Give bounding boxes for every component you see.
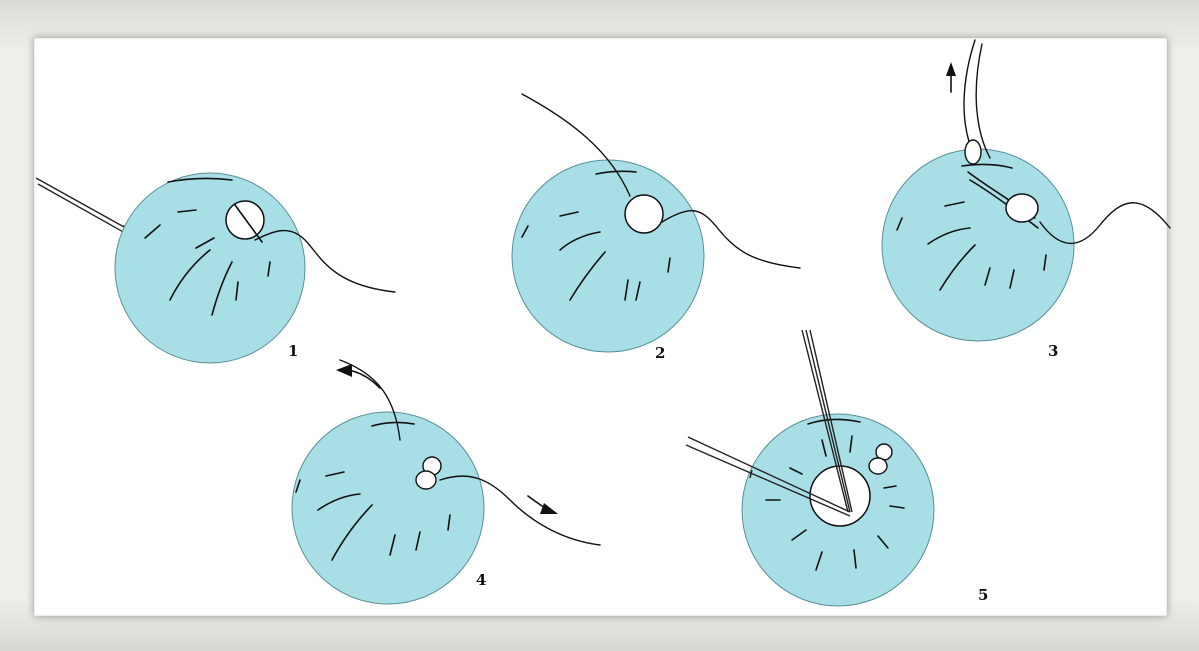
figure-4-label: 4 <box>476 571 486 589</box>
suture-loop-icon <box>965 140 981 164</box>
eyeball-3 <box>882 149 1074 341</box>
eyeball-2 <box>512 160 704 352</box>
eyeball-1 <box>115 173 305 363</box>
figure-4: 4 <box>292 360 600 604</box>
figure-2: 2 <box>512 94 800 362</box>
figure-1-label: 1 <box>288 342 298 360</box>
figure-3-label: 3 <box>1048 342 1058 360</box>
figure-3: 3 <box>882 40 1170 360</box>
arrow-curved-left-icon <box>336 364 380 388</box>
figure-2-label: 2 <box>655 344 665 362</box>
suture-thread-up <box>964 40 975 150</box>
figure-1: 1 <box>36 173 395 363</box>
incision-hole-icon <box>1006 194 1038 222</box>
figure-5: 5 <box>686 330 988 606</box>
figure-5-label: 5 <box>978 586 988 604</box>
arrow-curved-right-icon <box>528 496 558 514</box>
incision-hole-icon <box>625 195 663 233</box>
suture-thread-up-2 <box>976 44 990 158</box>
arrow-up-icon <box>946 62 956 92</box>
pupil-opening-icon <box>810 466 870 526</box>
